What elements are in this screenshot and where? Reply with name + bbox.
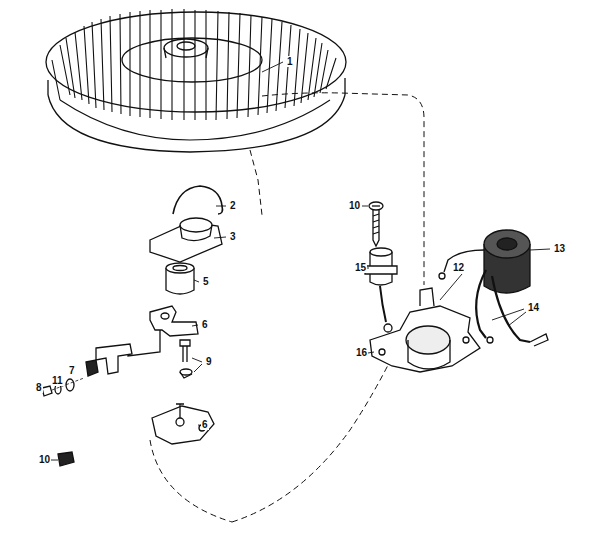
callout-number: 1 [286, 56, 294, 67]
cam-sleeve [166, 263, 194, 294]
callout-number: 3 [229, 231, 237, 242]
ignition-coil [439, 230, 530, 293]
assembly-guide-line [232, 150, 405, 522]
callout-number: 10 [38, 454, 51, 465]
callout-number: 13 [553, 243, 566, 254]
callout-number: 6 [201, 319, 209, 330]
assembly-guide-line [150, 440, 232, 522]
callout-number: 10 [348, 200, 361, 211]
callout-number: 14 [527, 302, 540, 313]
retaining-clip [58, 452, 74, 466]
screws [180, 340, 192, 378]
coil-lamination [370, 288, 480, 372]
breaker-plate [152, 404, 214, 444]
callout-number: 12 [452, 262, 465, 273]
callout-number: 5 [202, 276, 210, 287]
spring-clip [173, 186, 223, 214]
leader-lines [50, 62, 550, 460]
callout-number: 16 [355, 347, 368, 358]
callout-number: 6 [201, 419, 209, 430]
flywheel [46, 9, 346, 152]
callout-number: 15 [354, 262, 367, 273]
point-set [86, 344, 132, 376]
condenser [365, 248, 397, 332]
point-cover [150, 218, 222, 262]
coil-leads [476, 270, 548, 346]
coil-screw [369, 202, 383, 246]
callout-number: 2 [229, 200, 237, 211]
callout-number: 7 [68, 365, 76, 376]
callout-number: 8 [35, 382, 43, 393]
callout-number: 11 [51, 375, 64, 386]
callout-number: 9 [205, 356, 213, 367]
assembly-guide-line [262, 93, 424, 285]
